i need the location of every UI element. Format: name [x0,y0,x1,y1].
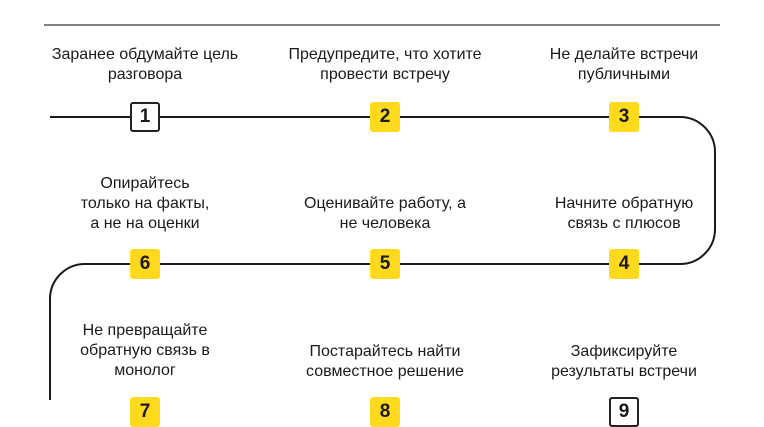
step-9-text: Зафиксируйте результаты встречи [551,343,697,380]
step-8-text: Постарайтесь найти совместное решение [306,343,464,380]
step-8-badge: 8 [370,397,400,427]
step-4-text: Начните обратную связь с плюсов [554,195,694,232]
step-2-text: Предупредите, что хотите провести встреч… [288,46,482,83]
flow-path [49,116,716,400]
step-2-badge: 2 [370,102,400,132]
step-4-badge: 4 [609,249,639,279]
top-divider [44,24,720,26]
step-3-badge: 3 [609,102,639,132]
step-7-badge: 7 [130,397,160,427]
step-7-text: Не превращайте обратную связь в монолог [80,322,210,379]
step-1-text: Заранее обдумайте цель разговора [51,46,239,83]
step-9-badge: 9 [609,397,639,427]
step-5-text: Оценивайте работу, а не человека [304,195,466,232]
step-5-badge: 5 [370,249,400,279]
step-1-badge: 1 [130,102,160,132]
step-3-text: Не делайте встречи публичными [549,46,699,83]
step-6-text: Опирайтесь только на факты, а не на оцен… [80,175,210,232]
step-6-badge: 6 [130,249,160,279]
